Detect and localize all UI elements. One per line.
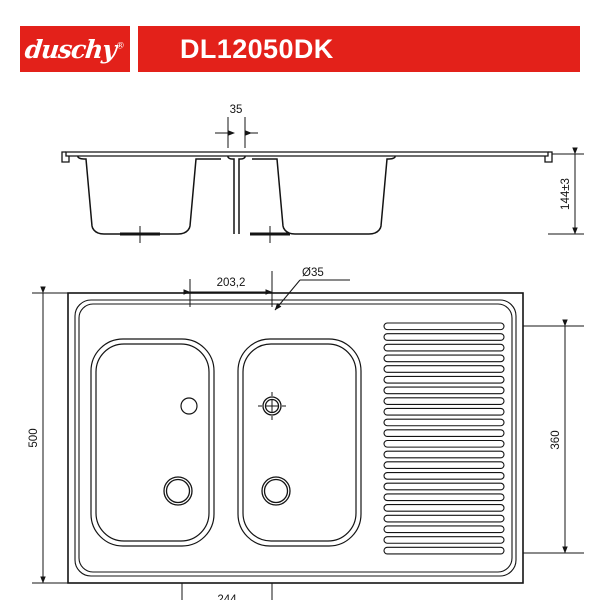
dimension-taphole-offset: 203,2 (183, 271, 273, 307)
drainer-rib (383, 514, 505, 523)
header-banner: duschy® DL12050DK (20, 26, 580, 72)
dimension-label-divider-width: 35 (230, 104, 243, 116)
drainer-rib (383, 450, 505, 459)
plan-view: 203,2 Ø35 (28, 267, 584, 600)
drainer-rib (383, 418, 505, 427)
drainer-rib (383, 439, 505, 448)
elevation-left-bowl (77, 156, 221, 235)
model-title-bar: DL12050DK (138, 26, 580, 72)
dimension-label-bowl-gap: 244 (217, 594, 237, 600)
dimension-label-taphole-diameter: Ø35 (302, 267, 324, 279)
drainer-rib (383, 482, 505, 491)
brand-logo-text: duschy® (23, 34, 126, 64)
drainer-rib (383, 397, 505, 405)
drainer-rib (383, 375, 505, 384)
plan-left-bowl (90, 338, 215, 547)
dimension-label-taphole-offset: 203,2 (217, 277, 246, 289)
drainer-rib (383, 322, 505, 331)
drainer-rib (383, 386, 505, 395)
tap-hole (258, 392, 286, 420)
drainer-rib (383, 461, 505, 470)
elevation-rim (61, 151, 553, 163)
dimension-label-overall-depth: 500 (28, 428, 40, 447)
brand-logo: duschy® (20, 26, 130, 72)
overflow-hole (180, 397, 198, 415)
plan-right-bowl (237, 338, 362, 547)
drainer-rib (383, 504, 505, 512)
dimension-taphole-diameter: Ø35 (274, 267, 350, 311)
drainer-rib (383, 471, 505, 480)
drainer-rib (383, 365, 505, 373)
drainer-board (383, 322, 505, 555)
dimension-bowl-gap: 244 (181, 583, 273, 600)
brand-logo-wordmark: duschy (23, 34, 118, 64)
elevation-bowl-divider (227, 156, 246, 234)
drainer-rib (383, 525, 505, 534)
drainer-rib (383, 343, 505, 352)
dimension-label-bowl-depth: 144±3 (560, 178, 572, 210)
drainer-rib (383, 429, 505, 437)
plan-outer-outline (67, 292, 524, 584)
drainer-rib (383, 354, 505, 363)
technical-drawing: 35 (0, 86, 600, 600)
elevation-right-bowl (252, 156, 396, 235)
dimension-drainer-depth: 360 (523, 319, 584, 554)
dimension-divider-width: 35 (215, 104, 258, 148)
plan-rim-line-inner (78, 303, 513, 573)
page-title: DL12050DK (180, 33, 334, 64)
drainer-rib (383, 546, 505, 555)
registered-trademark-icon: ® (115, 41, 126, 52)
elevation-view: 35 (61, 104, 584, 243)
drawing-canvas: 35 (28, 104, 584, 600)
drainer-rib (383, 333, 505, 341)
dimension-overall-depth: 500 (28, 286, 68, 584)
tap-hole-centermark (258, 392, 286, 420)
right-drain-hole (261, 476, 291, 506)
left-drain-hole (163, 476, 193, 506)
drainer-rib (383, 407, 505, 416)
drainer-rib (383, 536, 505, 544)
plan-rim-line-outer (74, 299, 517, 577)
elevation-bowl-bottoms (120, 226, 290, 243)
drainer-rib (383, 493, 505, 502)
dimension-bowl-depth: 144±3 (548, 147, 584, 235)
banner-divider (130, 26, 138, 72)
dimension-label-drainer-depth: 360 (550, 430, 562, 449)
